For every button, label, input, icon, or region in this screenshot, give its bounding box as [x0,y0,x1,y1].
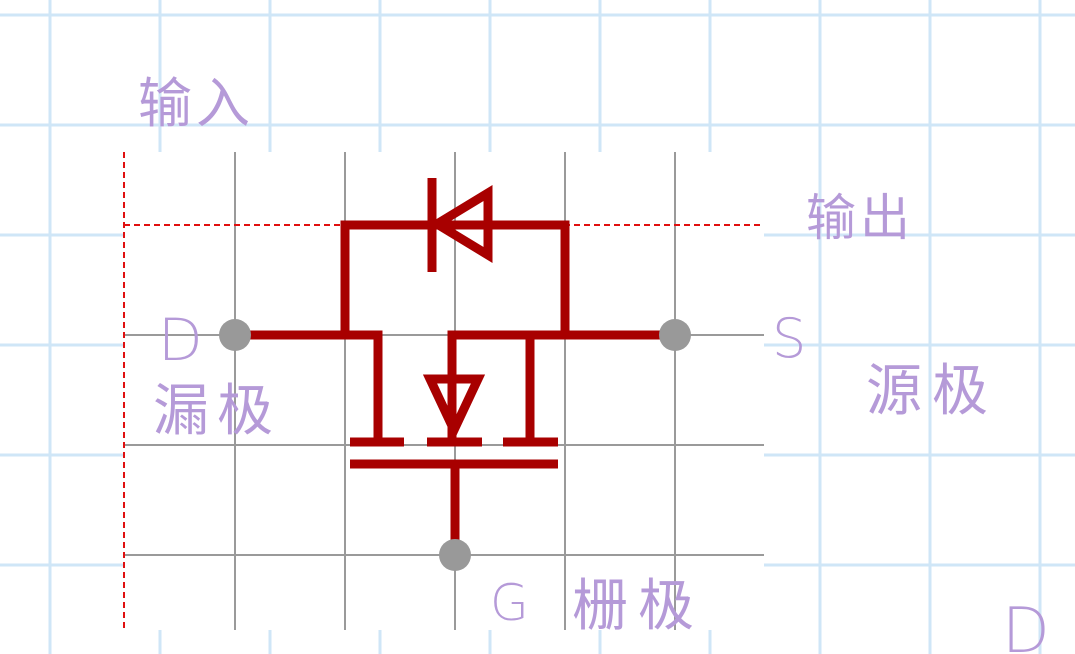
body-diode-triangle [428,184,493,264]
drain-letter-label: D [158,306,203,374]
drain-name-label: 漏极 [153,379,281,444]
diode-bypass-path [340,220,570,335]
source-name-label: 源极 [866,359,998,424]
gate-name-label: 栅极 [572,574,704,639]
drain-pin-dot [219,319,251,351]
corner-letter-label: D [1002,594,1050,654]
mosfet-symbol [235,178,675,555]
source-body-link [447,330,530,445]
source-letter-label: S [772,307,806,370]
input-label: 输入 [138,72,254,135]
gate-letter-label: G [490,574,529,632]
source-pin-dot [659,319,691,351]
gate-pin-dot [439,539,471,571]
body-arrow [422,374,486,441]
pin-dots [219,319,691,571]
output-label: 输出 [806,189,914,247]
drain-lead [235,330,383,445]
